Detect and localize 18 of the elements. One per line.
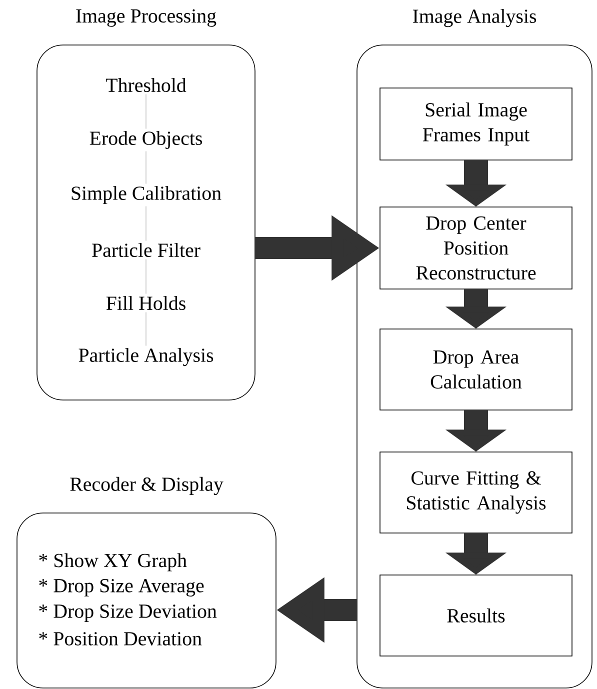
- step-text: Erode Objects: [90, 130, 202, 150]
- step-text: Particle Filter: [92, 243, 200, 257]
- panel-heading: Image Processing: [76, 9, 216, 27]
- process-box: Serial Image Frames Input: [380, 88, 572, 160]
- step-text: Particle Analysis: [78, 348, 214, 366]
- process-box: Results: [380, 574, 572, 656]
- process-box: Drop Area Calculation: [380, 328, 572, 410]
- bullet-item: * Drop Size Deviation: [39, 604, 217, 622]
- panel-heading: Image Analysis: [412, 8, 536, 28]
- step-text: Simple Calibration: [72, 186, 222, 204]
- bullet-item: * Position Deviation: [39, 632, 202, 646]
- step-text: Fill Holds: [106, 296, 186, 310]
- process-box: Drop Center Position Reconstructure: [380, 206, 572, 290]
- step-text: Threshold: [106, 78, 186, 92]
- process-box: Curve Fitting & Statistic Analysis: [380, 452, 572, 534]
- panel-heading: Recoder & Display: [70, 476, 224, 496]
- bullet-item: * Drop Size Average: [39, 579, 204, 596]
- bullet-item: * Show XY Graph: [39, 553, 187, 572]
